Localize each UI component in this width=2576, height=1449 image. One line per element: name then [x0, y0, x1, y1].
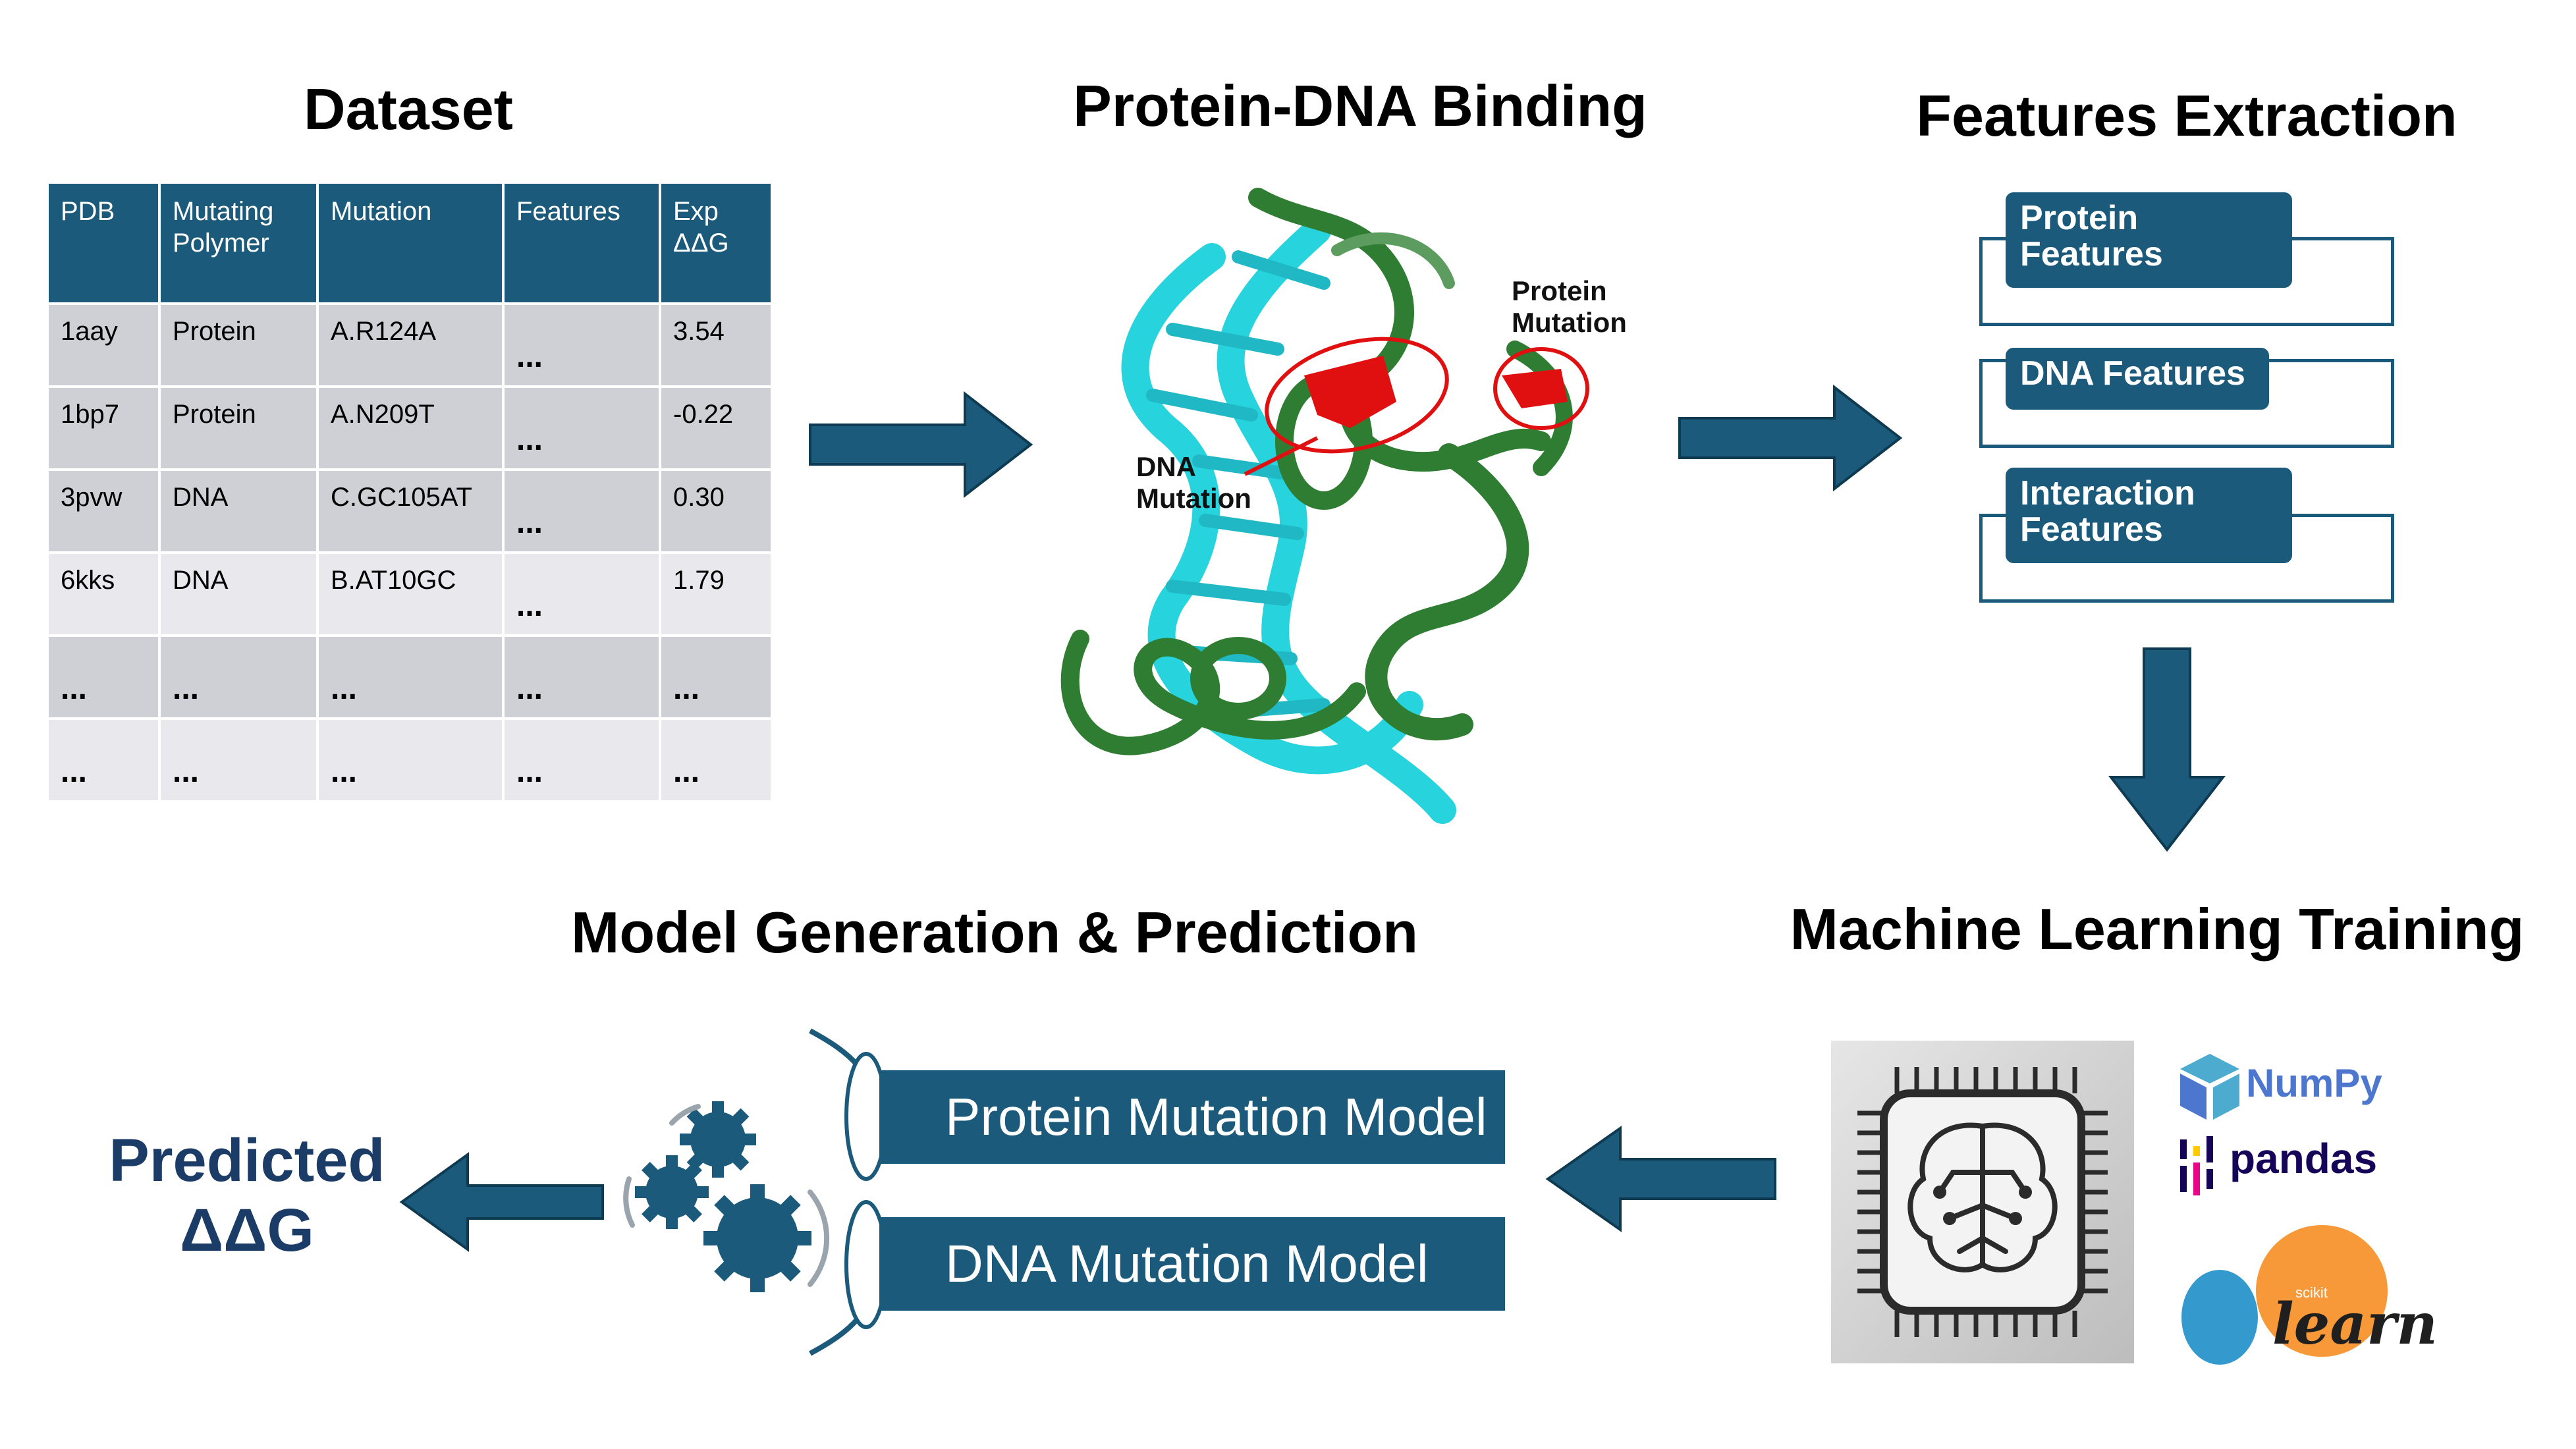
table-cell: 6kks [46, 551, 161, 637]
table-cell: ... [316, 717, 505, 803]
table-cell: 1.79 [659, 551, 773, 637]
table-cell: ... [659, 634, 773, 720]
sklearn-logo-icon [2181, 1225, 2388, 1365]
table-cell: ... [502, 302, 661, 388]
protein-mutation-model: Protein Mutation Model [879, 1070, 1505, 1164]
table-cell: 3.54 [659, 302, 773, 388]
table-row: 3pvw DNA C.GC105AT ... 0.30 [46, 468, 773, 554]
header-mutation: Mutation [316, 181, 505, 305]
numpy-label: NumPy [2246, 1061, 2382, 1105]
dna-features-box: DNA Features [2006, 348, 2269, 410]
numpy-logo-icon [2180, 1054, 2239, 1120]
ml-title: Machine Learning Training [1790, 896, 2525, 962]
table-cell: 0.30 [659, 468, 773, 554]
table-cell: ... [502, 634, 661, 720]
table-cell: ... [502, 385, 661, 471]
pandas-logo-icon [2180, 1136, 2213, 1195]
ai-chip-brain-icon [1831, 1041, 2134, 1363]
table-cell: 1bp7 [46, 385, 161, 471]
dataset-title: Dataset [304, 76, 513, 142]
table-row: ... ... ... ... ... [46, 634, 773, 720]
pandas-label: pandas [2230, 1135, 2378, 1182]
table-cell: ... [158, 634, 319, 720]
table-row: ... ... ... ... ... [46, 717, 773, 803]
dna-mutation-model: DNA Mutation Model [879, 1217, 1505, 1311]
table-cell: ... [659, 717, 773, 803]
model-title: Model Generation & Prediction [571, 900, 1418, 965]
table-cell: 3pvw [46, 468, 161, 554]
table-cell: ... [502, 551, 661, 637]
table-row: 1aay Protein A.R124A ... 3.54 [46, 302, 773, 388]
table-row: 6kks DNA B.AT10GC ... 1.79 [46, 551, 773, 637]
table-cell: -0.22 [659, 385, 773, 471]
binding-title: Protein-DNA Binding [1073, 73, 1647, 138]
left-arrow-icon [1545, 1126, 1776, 1232]
table-cell: A.R124A [316, 302, 505, 388]
predicted-label-line2: ΔΔG [180, 1196, 314, 1264]
table-cell: ... [46, 634, 161, 720]
table-cell: DNA [158, 468, 319, 554]
down-arrow-icon [2108, 647, 2226, 852]
model-bracket-icon [809, 1028, 888, 1356]
predicted-label-line1: Predicted [109, 1127, 385, 1194]
table-cell: Protein [158, 302, 319, 388]
gears-icon [623, 1101, 830, 1292]
table-cell: B.AT10GC [316, 551, 505, 637]
table-row: 1bp7 Protein A.N209T ... -0.22 [46, 385, 773, 471]
table-cell: ... [158, 717, 319, 803]
table-cell: DNA [158, 551, 319, 637]
protein-dna-structure [1060, 188, 1589, 824]
table-cell: 1aay [46, 302, 161, 388]
sklearn-small-label: scikit [2295, 1284, 2328, 1301]
table-cell: ... [502, 468, 661, 554]
table-cell: ... [316, 634, 505, 720]
left-arrow-icon [399, 1152, 604, 1252]
table-cell: ... [502, 717, 661, 803]
right-arrow-icon [809, 391, 1033, 499]
table-cell: C.GC105AT [316, 468, 505, 554]
right-arrow-icon [1678, 384, 1903, 492]
features-title: Features Extraction [1916, 83, 2457, 148]
table-cell: A.N209T [316, 385, 505, 471]
sklearn-label: learn [2272, 1291, 2438, 1357]
header-pdb: PDB [46, 181, 161, 305]
table-cell: Protein [158, 385, 319, 471]
table-cell: ... [46, 717, 161, 803]
header-features: Features [502, 181, 661, 305]
predicted-ddg-label: Predicted ΔΔG [92, 1126, 402, 1266]
